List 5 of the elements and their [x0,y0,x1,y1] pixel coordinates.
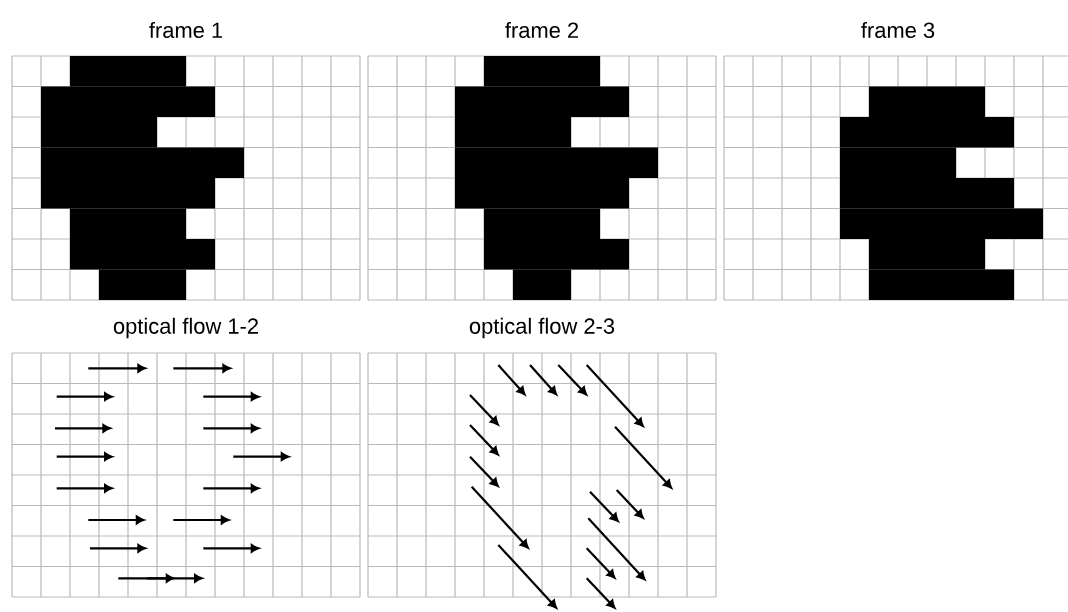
panel-title: frame 3 [861,21,935,39]
panel-title: optical flow 1-2 [113,317,258,339]
panel-title: optical flow 2-3 [469,317,615,339]
panel-title: frame 1 [149,21,223,39]
panel-title: frame 2 [505,21,579,39]
